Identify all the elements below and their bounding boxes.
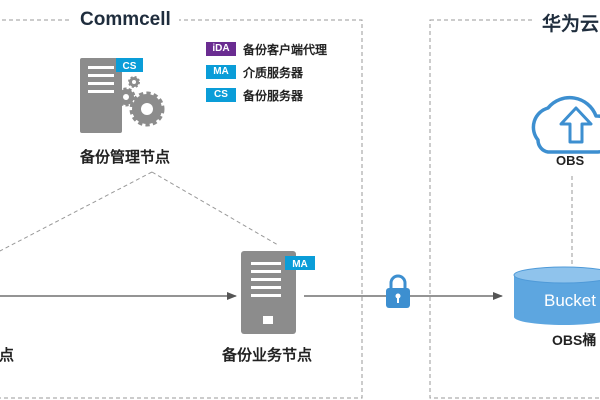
legend-item-cs: CS 备份服务器: [206, 87, 327, 103]
legend-item-ma: MA 介质服务器: [206, 64, 327, 80]
cloud-region-frame: [429, 19, 600, 399]
commcell-title: Commcell: [72, 9, 179, 31]
management-server-icon: [80, 58, 122, 133]
business-node-label: 备份业务节点: [222, 347, 313, 364]
business-server-icon: [241, 251, 296, 334]
client-node-label: 节点: [0, 347, 15, 364]
cloud-title: 华为云: [534, 9, 600, 36]
legend-label-ma: 介质服务器: [243, 65, 304, 80]
obs-label: OBS: [556, 153, 585, 168]
bucket-cylinder-icon: Bucket: [513, 266, 600, 325]
legend: iDA 备份客户端代理 MA 介质服务器 CS 备份服务器: [206, 41, 327, 110]
cloud-upload-icon: [531, 95, 600, 154]
business-ma-badge: MA: [285, 256, 315, 270]
management-node-label: 备份管理节点: [80, 149, 171, 166]
ida-badge: iDA: [206, 42, 236, 56]
ma-badge: MA: [206, 65, 236, 79]
legend-item-ida: iDA 备份客户端代理: [206, 41, 327, 57]
dashed-link-left: [0, 171, 153, 252]
svg-text:CS: CS: [123, 61, 137, 72]
dashed-link-right: [151, 171, 279, 246]
svg-text:MA: MA: [292, 259, 308, 270]
lock-icon: [386, 274, 410, 308]
bucket-label: OBS桶: [552, 332, 597, 348]
bucket-inner-label: Bucket: [544, 291, 596, 310]
legend-label-cs: 备份服务器: [243, 88, 304, 103]
gear-icon: [116, 76, 165, 127]
legend-label-ida: 备份客户端代理: [243, 42, 328, 57]
management-cs-badge: CS: [116, 58, 143, 72]
cs-badge: CS: [206, 88, 236, 102]
